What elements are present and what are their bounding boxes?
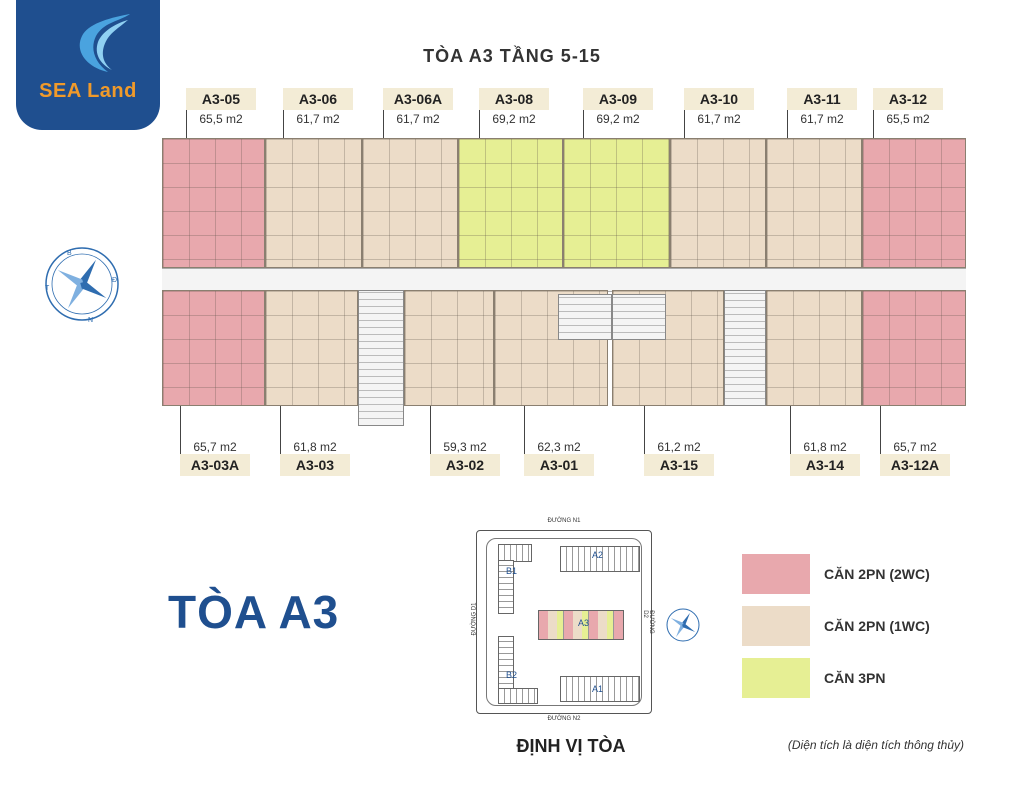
unit-area-label: 61,7 m2: [697, 112, 741, 126]
block-b1: B1: [506, 566, 518, 576]
compass-b: B: [67, 250, 72, 257]
unit-code-label: A3-05: [186, 88, 256, 110]
unit-a3-10[interactable]: [670, 138, 766, 268]
unit-code-label: A3-02: [430, 454, 500, 476]
unit-a3-12a[interactable]: [862, 290, 966, 406]
unit-area-label: 69,2 m2: [492, 112, 536, 126]
unit-code-label: A3-14: [790, 454, 860, 476]
stair-core-right: [724, 290, 766, 406]
floor-title: TÒA A3 TẦNG 5-15: [423, 46, 601, 66]
road-top: ĐƯỜNG N1: [547, 518, 581, 524]
stair-core-left: [358, 290, 404, 426]
unit-code-label: A3-15: [644, 454, 714, 476]
unit-leader-line: [790, 406, 791, 474]
unit-area-label: 61,8 m2: [803, 440, 847, 454]
block-a1: A1: [592, 684, 604, 694]
unit-code-label: A3-12A: [880, 454, 950, 476]
unit-area-label: 69,2 m2: [596, 112, 640, 126]
elevator-core-2: [612, 294, 666, 340]
unit-area-label: 61,7 m2: [296, 112, 340, 126]
unit-area-label: 65,5 m2: [886, 112, 930, 126]
unit-code-label: A3-12: [873, 88, 943, 110]
unit-code-label: A3-08: [479, 88, 549, 110]
compass-n: N: [88, 317, 93, 324]
unit-a3-06[interactable]: [265, 138, 362, 268]
unit-area-label: 61,2 m2: [657, 440, 701, 454]
unit-leader-line: [787, 88, 788, 138]
unit-a3-11[interactable]: [766, 138, 862, 268]
unit-a3-05[interactable]: [162, 138, 265, 268]
compass-d: Đ: [112, 277, 117, 284]
unit-a3-09[interactable]: [563, 138, 670, 268]
unit-area-label: 61,8 m2: [293, 440, 337, 454]
unit-area-label: 59,3 m2: [443, 440, 487, 454]
road-left: ĐƯỜNG D1: [471, 602, 478, 636]
unit-code-label: A3-06: [283, 88, 353, 110]
unit-a3-14[interactable]: [766, 290, 862, 406]
unit-leader-line: [186, 88, 187, 138]
wave-icon: [79, 14, 130, 72]
block-b2: B2: [506, 670, 518, 680]
unit-leader-line: [383, 88, 384, 138]
unit-a3-03[interactable]: [265, 290, 358, 406]
unit-leader-line: [873, 88, 874, 138]
unit-leader-line: [280, 406, 281, 474]
unit-a3-06a[interactable]: [362, 138, 458, 268]
unit-code-label: A3-03A: [180, 454, 250, 476]
legend-swatch-yellow: [742, 658, 810, 698]
compass-t: T: [45, 285, 50, 292]
site-plan-caption: ĐỊNH VỊ TÒA: [516, 736, 626, 756]
area-note: (Diện tích là diện tích thông thủy): [787, 738, 964, 752]
unit-leader-line: [180, 406, 181, 474]
unit-leader-line: [644, 406, 645, 474]
unit-leader-line: [430, 406, 431, 474]
legend-label-2pn-2wc: CĂN 2PN (2WC): [824, 566, 930, 582]
unit-code-label: A3-10: [684, 88, 754, 110]
unit-leader-line: [524, 406, 525, 474]
road-bottom: ĐƯỜNG N2: [547, 716, 581, 722]
legend-label-2pn-1wc: CĂN 2PN (1WC): [824, 618, 930, 634]
unit-a3-12[interactable]: [862, 138, 966, 268]
small-compass-icon: [666, 608, 700, 642]
unit-area-label: 62,3 m2: [537, 440, 581, 454]
unit-code-label: A3-03: [280, 454, 350, 476]
unit-area-label: 65,7 m2: [893, 440, 937, 454]
legend-swatch-beige: [742, 606, 810, 646]
legend-swatch-pink: [742, 554, 810, 594]
block-a3: A3: [578, 618, 590, 628]
unit-area-label: 61,7 m2: [396, 112, 440, 126]
unit-code-label: A3-11: [787, 88, 857, 110]
compass-icon: B Đ N T: [45, 247, 119, 324]
building-title: TÒA A3: [168, 586, 340, 638]
elevator-core: [558, 294, 612, 340]
legend-label-3pn: CĂN 3PN: [824, 670, 886, 686]
brand-logo: SEA Land: [16, 0, 160, 130]
block-a2: A2: [592, 550, 604, 560]
unit-leader-line: [684, 88, 685, 138]
site-plan: ĐƯỜNG N1 ĐƯỜNG N2 ĐƯỜNG D1 ĐƯỜNG D2 B1 A…: [471, 516, 654, 726]
unit-code-label: A3-06A: [383, 88, 453, 110]
unit-code-label: A3-01: [524, 454, 594, 476]
unit-area-label: 65,7 m2: [193, 440, 237, 454]
corridor: [162, 268, 966, 292]
unit-area-label: 61,7 m2: [800, 112, 844, 126]
unit-leader-line: [583, 88, 584, 138]
unit-leader-line: [283, 88, 284, 138]
unit-a3-08[interactable]: [458, 138, 563, 268]
unit-a3-03a[interactable]: [162, 290, 265, 406]
road-right: ĐƯỜNG D2: [641, 610, 654, 634]
unit-leader-line: [880, 406, 881, 474]
unit-a3-02[interactable]: [404, 290, 494, 406]
unit-area-label: 65,5 m2: [199, 112, 243, 126]
brand-name: SEA Land: [39, 80, 137, 102]
unit-code-label: A3-09: [583, 88, 653, 110]
unit-leader-line: [479, 88, 480, 138]
